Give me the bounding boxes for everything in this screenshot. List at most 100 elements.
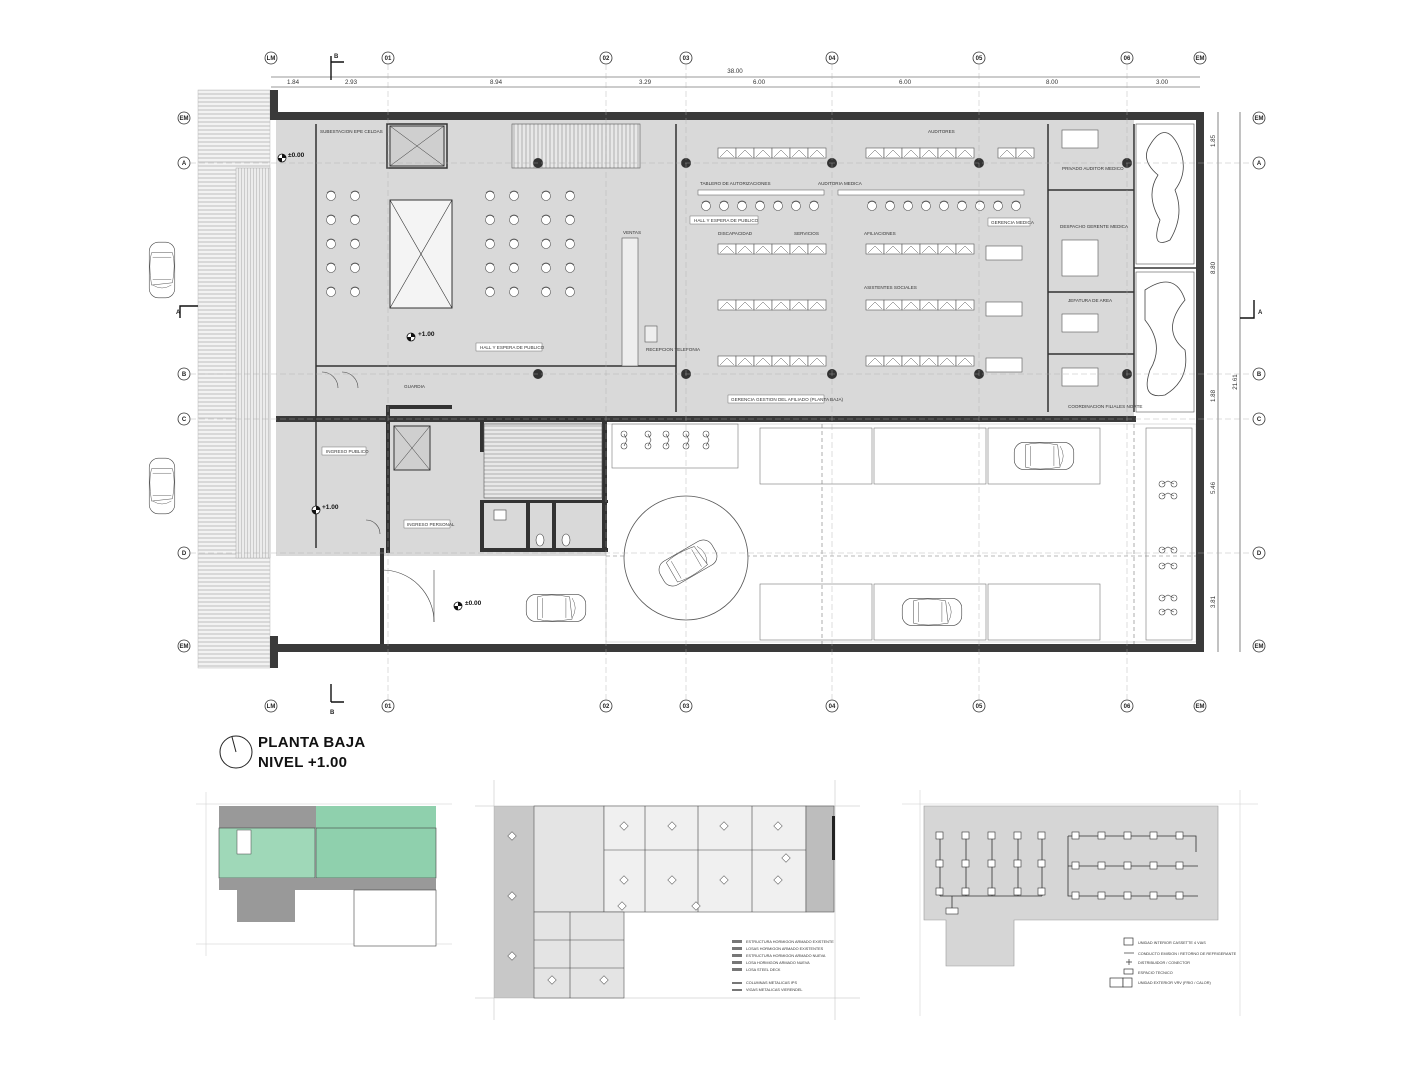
room-auditores: AUDITORES bbox=[928, 129, 955, 134]
dim-y-1: 1.85 bbox=[1210, 134, 1217, 147]
dim-x-7: 8.00 bbox=[1046, 79, 1059, 86]
room-privado: PRIVADO AUDITOR MEDICO bbox=[1062, 166, 1124, 171]
axis-x-03-bottom: 03 bbox=[683, 704, 690, 710]
car-parked-2 bbox=[901, 598, 963, 626]
axis-x-02-bottom: 02 bbox=[603, 704, 610, 710]
legend-structure-6: COLUMNAS METALICAS IPS bbox=[746, 981, 797, 985]
level-1: ±0.00 bbox=[288, 152, 305, 159]
section-a-left: A bbox=[176, 310, 181, 316]
dim-x-4: 3.29 bbox=[639, 79, 652, 86]
dim-y-4: 5.46 bbox=[1210, 481, 1217, 494]
axis-x-em-bottom: EM bbox=[1196, 704, 1205, 710]
section-b-top: B bbox=[334, 54, 339, 60]
axis-x-05-bottom: 05 bbox=[976, 704, 983, 710]
axis-x-em-top: EM bbox=[1196, 56, 1205, 62]
drawing-subtitle: NIVEL +1.00 bbox=[258, 754, 348, 771]
grid-bubbles-bottom bbox=[264, 699, 1207, 713]
axis-x-01-bottom: 01 bbox=[385, 704, 392, 710]
legend-hvac-1: UNIDAD INTERIOR CASSETTE 4 VIAS bbox=[1138, 941, 1206, 945]
drawing-title: PLANTA BAJA bbox=[258, 734, 366, 751]
room-hall-2: HALL Y ESPERA DE PUBLICO bbox=[694, 218, 759, 223]
legend-hvac-2: CONDUCTO EMISION / RETORNO DE REFRIGERAN… bbox=[1138, 952, 1237, 956]
legend-hvac-5: UNIDAD EXTERIOR VRV (FRIO / CALOR) bbox=[1138, 981, 1211, 985]
structure-plan: ESTRUCTURA HORMIGON ARMADO EXISTENTE LOS… bbox=[475, 780, 860, 1020]
room-ingreso-publico: INGRESO PUBLICO bbox=[326, 449, 369, 454]
car-street-2 bbox=[148, 457, 176, 515]
room-guardia: GUARDIA bbox=[404, 384, 426, 389]
room-afiliaciones: AFILIACIONES bbox=[864, 231, 896, 236]
toilets bbox=[493, 509, 571, 547]
legend-structure-3: ESTRUCTURA HORMIGON ARMADO NUEVA bbox=[746, 954, 826, 958]
dim-y-3: 1.88 bbox=[1210, 389, 1217, 402]
internal-walls bbox=[315, 123, 1196, 548]
car-parked-3 bbox=[525, 594, 587, 622]
level-markers bbox=[277, 153, 463, 611]
axis-y-em-right: EM bbox=[1255, 116, 1264, 122]
legend-structure-7: VIGAS METALICAS VIERENDEL bbox=[746, 988, 802, 992]
axis-x-03-top: 03 bbox=[683, 56, 690, 62]
right-dimensions: 1.85 8.80 1.88 5.46 3.81 21.61 bbox=[1210, 134, 1239, 608]
legend-structure-4: LOSA HORMIGON ARMADO NUEVA bbox=[746, 961, 810, 965]
grid-lines bbox=[190, 64, 1253, 700]
legend-hvac-3: DISTRIBUIDOR / CONECTOR bbox=[1138, 961, 1190, 965]
room-tablero: TABLERO DE AUTORIZACIONES bbox=[700, 181, 771, 186]
room-hall-1: HALL Y ESPERA DE PUBLICO bbox=[480, 345, 545, 350]
grid-labels: LM 01 02 03 04 05 06 EM LM 01 02 03 04 0… bbox=[180, 56, 1264, 710]
room-reception: RECEPCION TELEFONIA bbox=[646, 347, 701, 352]
top-dimensions: 1.84 2.93 8.94 3.29 6.00 6.00 8.00 3.00 bbox=[287, 79, 1169, 86]
room-discapacidad: DISCAPACIDAD bbox=[718, 231, 753, 236]
dim-x-8: 3.00 bbox=[1156, 79, 1169, 86]
sales-counter bbox=[621, 237, 639, 367]
doors bbox=[321, 371, 435, 623]
total-dimension: 38.00 bbox=[727, 68, 743, 75]
legend-structure-5: LOSA STEEL DECK bbox=[746, 968, 781, 972]
section-markers bbox=[179, 56, 1255, 703]
dim-y-2: 8.80 bbox=[1210, 261, 1217, 274]
axis-x-06-bottom: 06 bbox=[1124, 704, 1131, 710]
main-plan: 38.00 bbox=[148, 51, 1266, 716]
dim-total-vertical: 21.61 bbox=[1232, 374, 1239, 390]
north-arrow bbox=[219, 735, 253, 769]
room-servicios: SERVICIOS bbox=[794, 231, 819, 236]
dim-x-3: 8.94 bbox=[490, 79, 503, 86]
office-desks bbox=[697, 129, 1099, 387]
top-dimension-chain bbox=[271, 76, 1200, 88]
level-2: +1.00 bbox=[418, 331, 435, 338]
hvac-plan: UNIDAD INTERIOR CASSETTE 4 VIAS CONDUCTO… bbox=[902, 790, 1258, 1016]
axis-y-em2-right: EM bbox=[1255, 644, 1264, 650]
room-labels: SUBESTACION EPE CELDAS HALL Y ESPERA DE … bbox=[320, 129, 1142, 529]
stair-core bbox=[483, 423, 603, 499]
room-gerencia-gestion: GERENCIA GESTION DEL AFILIADO (PLANTA BA… bbox=[731, 397, 844, 402]
legend-hvac-4: ESPACIO TECNICO bbox=[1138, 971, 1173, 975]
entry-ramp-hatch bbox=[235, 167, 271, 559]
section-b-bottom: B bbox=[330, 710, 335, 716]
axis-x-lm-top: LM bbox=[267, 56, 276, 62]
axis-y-d-left: D bbox=[182, 551, 187, 557]
car-street-1 bbox=[148, 241, 176, 299]
axis-x-05-top: 05 bbox=[976, 56, 983, 62]
legend-structure-1: ESTRUCTURA HORMIGON ARMADO EXISTENTE bbox=[746, 940, 834, 944]
legend-structure-2: LOSAS HORMIGON ARMADO EXISTENTES bbox=[746, 947, 824, 951]
dim-y-5: 3.81 bbox=[1210, 595, 1217, 608]
dim-x-6: 6.00 bbox=[899, 79, 912, 86]
room-asistentes: ASISTENTES SOCIALES bbox=[864, 285, 917, 290]
section-a-right: A bbox=[1258, 310, 1263, 316]
axis-y-a-left: A bbox=[182, 161, 187, 167]
axis-x-lm-bottom: LM bbox=[267, 704, 276, 710]
level-3: +1.00 bbox=[322, 504, 339, 511]
stair-top bbox=[511, 123, 641, 169]
grid-bubbles-right bbox=[1252, 111, 1266, 653]
room-jefatura: JEFATURA DE AREA bbox=[1068, 298, 1113, 303]
right-dimension-chain bbox=[1217, 112, 1241, 652]
axis-y-b-right: B bbox=[1257, 372, 1262, 378]
axis-y-d-right: D bbox=[1257, 551, 1262, 557]
axis-y-c-right: C bbox=[1257, 417, 1262, 423]
axis-x-04-bottom: 04 bbox=[829, 704, 836, 710]
axis-y-c-left: C bbox=[182, 417, 187, 423]
grid-bubbles-top bbox=[264, 51, 1207, 65]
axis-y-a-right: A bbox=[1257, 161, 1262, 167]
axis-x-02-top: 02 bbox=[603, 56, 610, 62]
grid-bubbles-left bbox=[177, 111, 191, 653]
room-coordinacion: COORDINACION FILIALES NORTE bbox=[1068, 404, 1142, 409]
